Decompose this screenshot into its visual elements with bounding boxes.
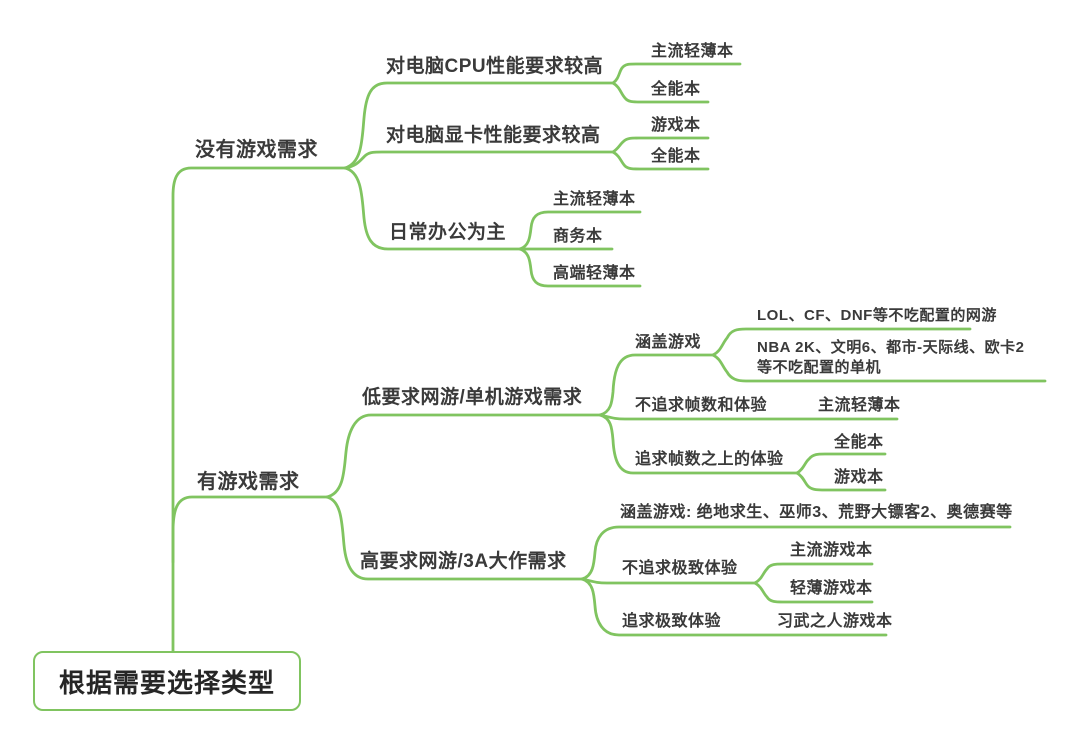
root-node-label: 根据需要选择类型	[58, 667, 275, 698]
leaf-covered-games-high[interactable]: 涵盖游戏: 绝地求生、巫师3、荒野大镖客2、奥德赛等	[620, 504, 1013, 521]
leaf-highend-thin-light[interactable]: 高端轻薄本	[553, 265, 636, 282]
leaf-allround-gpu[interactable]: 全能本	[651, 148, 701, 165]
node-cpu-requirement[interactable]: 对电脑CPU性能要求较高	[386, 56, 604, 77]
root-node[interactable]: 根据需要选择类型	[33, 651, 301, 711]
connector-trunk	[171, 166, 347, 654]
node-beyond-fps-experience[interactable]: 追求帧数之上的体验	[635, 451, 784, 468]
connector-no-game-branches	[343, 62, 742, 288]
node-low-req-games[interactable]: 低要求网游/单机游戏需求	[362, 387, 583, 408]
leaf-online-games-list[interactable]: LOL、CF、DNF等不吃配置的网游	[757, 307, 997, 324]
leaf-heavy-gaming-laptop[interactable]: 习武之人游戏本	[777, 613, 893, 630]
node-gpu-requirement[interactable]: 对电脑显卡性能要求较高	[386, 125, 601, 146]
leaf-gaming-laptop-game[interactable]: 游戏本	[834, 469, 884, 486]
leaf-mainstream-thin-light-office[interactable]: 主流轻薄本	[553, 191, 636, 208]
node-game-need[interactable]: 有游戏需求	[197, 471, 300, 493]
node-no-game-need[interactable]: 没有游戏需求	[195, 139, 318, 161]
leaf-allround-game[interactable]: 全能本	[834, 434, 884, 451]
node-covered-games-low[interactable]: 涵盖游戏	[635, 334, 702, 351]
leaf-gaming-laptop-gpu[interactable]: 游戏本	[651, 117, 701, 134]
connector-game-branches	[325, 327, 1047, 637]
node-no-ultimate-experience[interactable]: 不追求极致体验	[622, 560, 738, 577]
leaf-business-laptop[interactable]: 商务本	[553, 228, 603, 245]
leaf-mainstream-thin-light-game[interactable]: 主流轻薄本	[818, 397, 901, 414]
node-high-req-games[interactable]: 高要求网游/3A大作需求	[360, 551, 567, 572]
node-no-fps-pursuit[interactable]: 不追求帧数和体验	[635, 397, 768, 414]
leaf-mainstream-thin-light-cpu[interactable]: 主流轻薄本	[651, 43, 734, 60]
leaf-thin-gaming-laptop[interactable]: 轻薄游戏本	[790, 580, 873, 597]
leaf-mainstream-gaming-laptop[interactable]: 主流游戏本	[790, 542, 873, 559]
node-ultimate-experience[interactable]: 追求极致体验	[622, 613, 722, 630]
node-daily-office[interactable]: 日常办公为主	[389, 222, 507, 243]
leaf-single-player-games-list[interactable]: NBA 2K、文明6、都市-天际线、欧卡2等不吃配置的单机	[757, 339, 1025, 377]
leaf-allround-cpu[interactable]: 全能本	[651, 81, 701, 98]
